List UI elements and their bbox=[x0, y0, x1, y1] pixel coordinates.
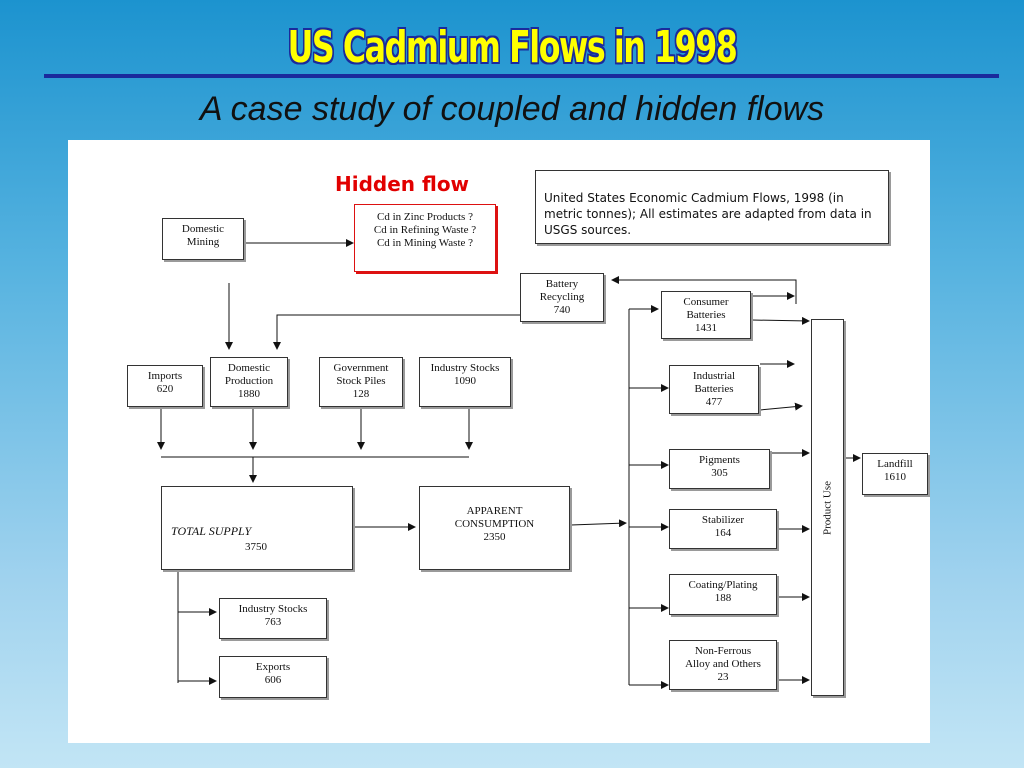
pigments-box: Pigments 305 bbox=[669, 449, 770, 489]
hidden-flow-box: Cd in Zinc Products ? Cd in Refining Was… bbox=[354, 204, 496, 272]
diagram-panel: Hidden flow United States Economic Cadmi… bbox=[68, 140, 930, 743]
arrow-recycling-to-production bbox=[273, 314, 520, 350]
domestic-production-box: Domestic Production 1880 bbox=[210, 357, 288, 407]
exports-box: Exports 606 bbox=[219, 656, 327, 698]
industry-stocks-out-box: Industry Stocks 763 bbox=[219, 598, 327, 639]
diagram-note: United States Economic Cadmium Flows, 19… bbox=[535, 170, 889, 244]
industry-stocks-in-box: Industry Stocks 1090 bbox=[419, 357, 511, 407]
apparent-consumption-box: APPARENT CONSUMPTION 2350 bbox=[419, 486, 570, 570]
landfill-box: Landfill 1610 bbox=[862, 453, 928, 495]
coating-plating-box: Coating/Plating 188 bbox=[669, 574, 777, 615]
arrow-industrial-to-use bbox=[759, 402, 803, 411]
slide-title: US Cadmium Flows in 1998 bbox=[287, 22, 738, 73]
non-ferrous-box: Non-Ferrous Alloy and Others 23 bbox=[669, 640, 777, 690]
total-supply-box: TOTAL SUPPLY 3750 bbox=[161, 486, 353, 570]
stabilizer-box: Stabilizer 164 bbox=[669, 509, 777, 549]
battery-recycling-box: Battery Recycling 740 bbox=[520, 273, 604, 322]
hidden-flow-label: Hidden flow bbox=[335, 172, 470, 196]
government-stock-piles-box: Government Stock Piles 128 bbox=[319, 357, 403, 407]
imports-box: Imports 620 bbox=[127, 365, 203, 407]
domestic-mining-box: Domestic Mining bbox=[162, 218, 244, 260]
arrow-batteries-to-recycling bbox=[611, 276, 797, 304]
industrial-batteries-box: Industrial Batteries 477 bbox=[669, 365, 759, 414]
title-rule bbox=[44, 74, 999, 78]
arrow-consumption-to-bus bbox=[570, 519, 627, 528]
flow-connectors bbox=[157, 239, 861, 689]
product-use-box: Product Use bbox=[811, 319, 844, 696]
arrow-consumer-to-use bbox=[751, 316, 810, 325]
consumer-batteries-box: Consumer Batteries 1431 bbox=[661, 291, 751, 339]
slide-subtitle: A case study of coupled and hidden flows bbox=[199, 90, 825, 128]
